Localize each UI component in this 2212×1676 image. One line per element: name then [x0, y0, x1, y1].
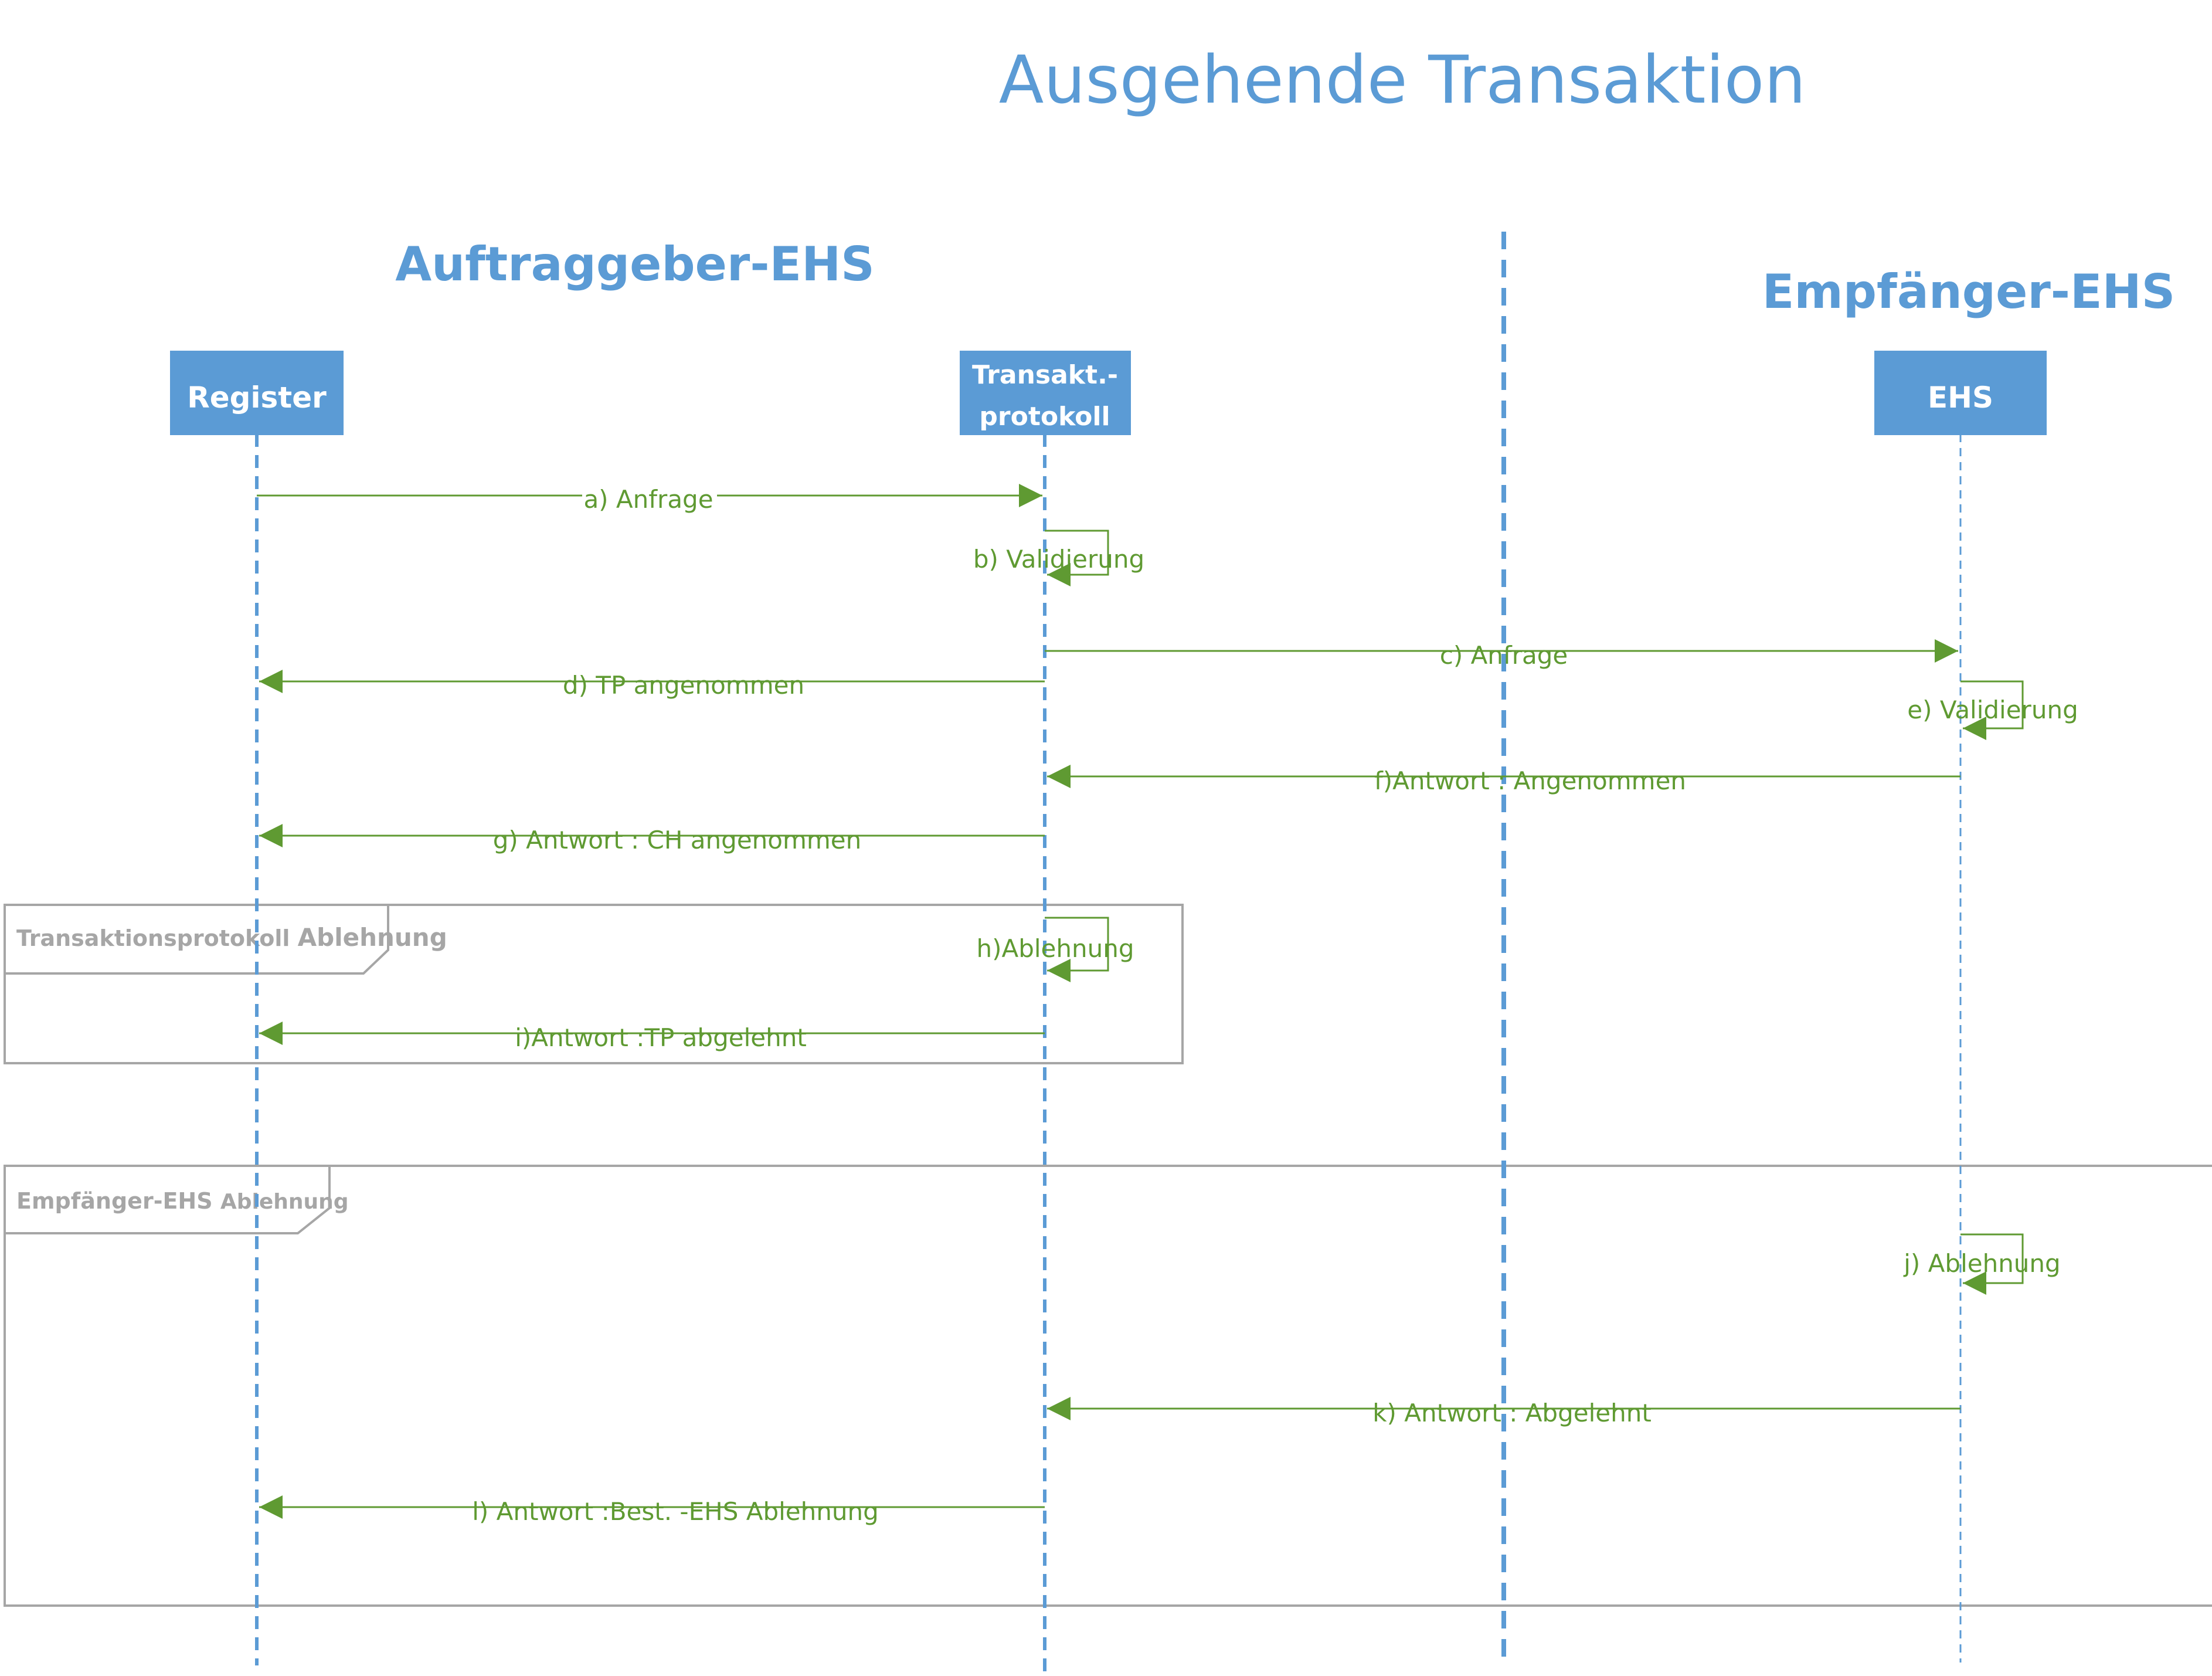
message-d: d) TP angenommen	[259, 670, 1045, 700]
participant-ehs: EHS	[1874, 351, 2047, 435]
message-j-self: j) Ablehnung	[1903, 1233, 2061, 1295]
group-heading-sender: Auftraggeber-EHS	[395, 237, 875, 291]
message-g-label: g) Antwort : CH angenommen	[493, 826, 862, 854]
frame-tp-rejection: Transaktionsprotokoll Ablehnung	[4, 904, 1184, 1064]
participant-register-label: Register	[187, 381, 327, 415]
group-heading-receiver: Empfänger-EHS	[1762, 264, 2175, 319]
message-a-label: a) Anfrage	[583, 485, 713, 514]
message-i-label: i)Antwort :TP abgelehnt	[515, 1023, 807, 1052]
svg-text:Empfänger-EHS Ablehnung: Empfänger-EHS Ablehnung	[16, 1188, 349, 1214]
message-g: g) Antwort : CH angenommen	[259, 824, 1045, 854]
message-l: l) Antwort :Best. -EHS Ablehnung	[259, 1495, 1045, 1526]
message-k-label: k) Antwort : Abgelehnt	[1372, 1399, 1652, 1427]
participant-register: Register	[170, 351, 344, 435]
frame-label-ehs-sub: Ablehnung	[220, 1190, 349, 1214]
participant-protocol-label-line2: protokoll	[979, 402, 1110, 432]
message-e-self: e) Validierung	[1907, 680, 2078, 740]
message-b-label: b) Validierung	[973, 545, 1144, 574]
message-i: i)Antwort :TP abgelehnt	[259, 1022, 1045, 1052]
svg-text:Transaktionsprotokoll Ab: Transaktionsprotokoll Ablehnung	[16, 923, 447, 952]
message-c: c) Anfrage	[1045, 639, 1958, 670]
frame-label-tp-main: Transaktionsprotokoll	[16, 925, 290, 951]
participant-ehs-label: EHS	[1928, 381, 1993, 415]
message-b-self: b) Validierung	[973, 530, 1144, 586]
participant-protocol-label-line1: Transakt.-	[972, 360, 1118, 390]
message-e-label: e) Validierung	[1907, 695, 2078, 724]
participant-protocol: Transakt.- protokoll	[960, 351, 1131, 435]
diagram-title: Ausgehende Transaktion	[999, 42, 1806, 118]
frame-label-ehs-main: Empfänger-EHS	[16, 1188, 213, 1214]
message-j-label: j) Ablehnung	[1903, 1249, 2060, 1278]
message-k: k) Antwort : Abgelehnt	[1047, 1397, 1960, 1427]
message-f: f)Antwort : Angenommen	[1047, 765, 1960, 795]
message-l-label: l) Antwort :Best. -EHS Ablehnung	[472, 1497, 879, 1526]
message-h-self: h)Ablehnung	[976, 917, 1134, 982]
message-c-label: c) Anfrage	[1440, 641, 1568, 670]
frame-label-tp-sub: Ablehnung	[298, 923, 447, 952]
message-h-label: h)Ablehnung	[976, 934, 1134, 963]
frame-ehs-rejection: Empfänger-EHS Ablehnung	[4, 1165, 2212, 1607]
message-f-label: f)Antwort : Angenommen	[1374, 766, 1686, 795]
message-d-label: d) TP angenommen	[563, 671, 804, 700]
message-a: a) Anfrage	[257, 482, 1042, 514]
